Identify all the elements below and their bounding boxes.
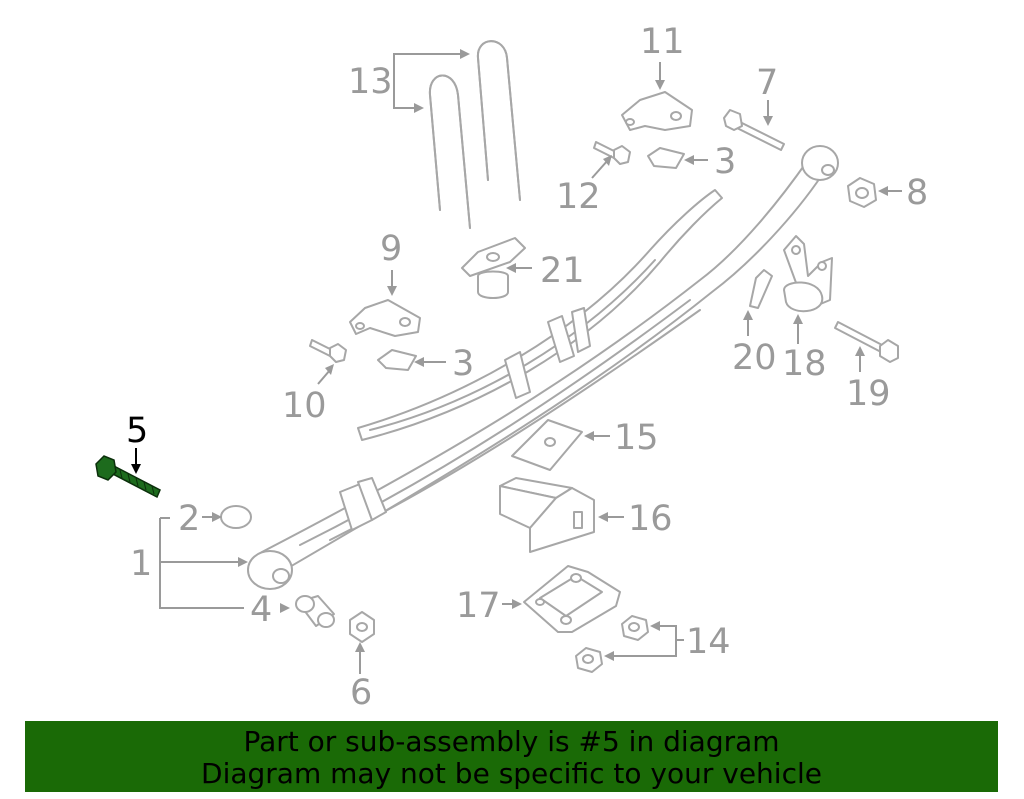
callout-5-highlighted: 5 (126, 411, 148, 451)
part-15-plate[interactable] (511, 419, 583, 471)
leaf-spring[interactable] (247, 145, 839, 590)
callout-6: 6 (350, 673, 372, 713)
callout-13: 13 (348, 62, 393, 102)
part-7-bolt[interactable] (723, 109, 785, 151)
part-3-pad-upper[interactable] (647, 147, 685, 169)
part-21-bump-stop[interactable] (461, 237, 526, 299)
callout-7: 7 (756, 63, 778, 103)
part-16-spacer-block[interactable] (499, 477, 595, 553)
callout-18: 18 (782, 344, 827, 384)
part-12-bolt[interactable] (593, 141, 631, 165)
part-20-link[interactable] (749, 269, 773, 309)
callout-12: 12 (556, 177, 601, 217)
parts-diagram: 1 2 4 6 5 13 11 7 3 12 8 21 9 3 10 15 16… (95, 22, 928, 713)
part-8-nut[interactable] (847, 177, 877, 208)
part-14-nuts[interactable] (575, 615, 649, 673)
callout-2: 2 (178, 499, 200, 539)
caption-banner: Part or sub-assembly is #5 in diagram Di… (25, 721, 998, 792)
callout-21: 21 (540, 251, 585, 291)
callout-3-lower: 3 (452, 344, 474, 384)
callout-11: 11 (640, 22, 685, 62)
banner-line-2: Diagram may not be specific to your vehi… (201, 757, 822, 790)
part-4-bushing[interactable] (295, 595, 335, 628)
callout-4: 4 (250, 590, 272, 630)
callout-15: 15 (614, 418, 659, 458)
part-10-bolt[interactable] (309, 339, 347, 363)
callout-8: 8 (906, 173, 928, 213)
callout-leaders (131, 49, 902, 674)
part-2-cap[interactable] (220, 505, 252, 529)
callout-17: 17 (456, 586, 501, 626)
callout-19: 19 (846, 374, 891, 414)
part-17-bracket-plate[interactable] (523, 565, 621, 633)
part-9-bracket[interactable] (349, 299, 421, 337)
part-11-bracket[interactable] (621, 91, 693, 131)
callout-1: 1 (130, 544, 152, 584)
part-13-u-bolts[interactable] (428, 40, 521, 229)
banner-line-1: Part or sub-assembly is #5 in diagram (243, 725, 780, 758)
part-5-bolt-highlighted[interactable] (95, 455, 161, 499)
callout-3-upper: 3 (714, 142, 736, 182)
part-19-bolt[interactable] (834, 321, 899, 363)
callout-14: 14 (686, 622, 731, 662)
part-6-nut[interactable] (349, 611, 375, 643)
part-3-pad-lower[interactable] (377, 349, 417, 371)
part-18-shackle[interactable] (783, 235, 833, 313)
callout-9: 9 (380, 229, 402, 269)
callout-10: 10 (282, 386, 327, 426)
callout-20: 20 (732, 338, 777, 378)
callout-labels: 1 2 4 6 5 13 11 7 3 12 8 21 9 3 10 15 16… (126, 22, 928, 713)
callout-16: 16 (628, 499, 673, 539)
